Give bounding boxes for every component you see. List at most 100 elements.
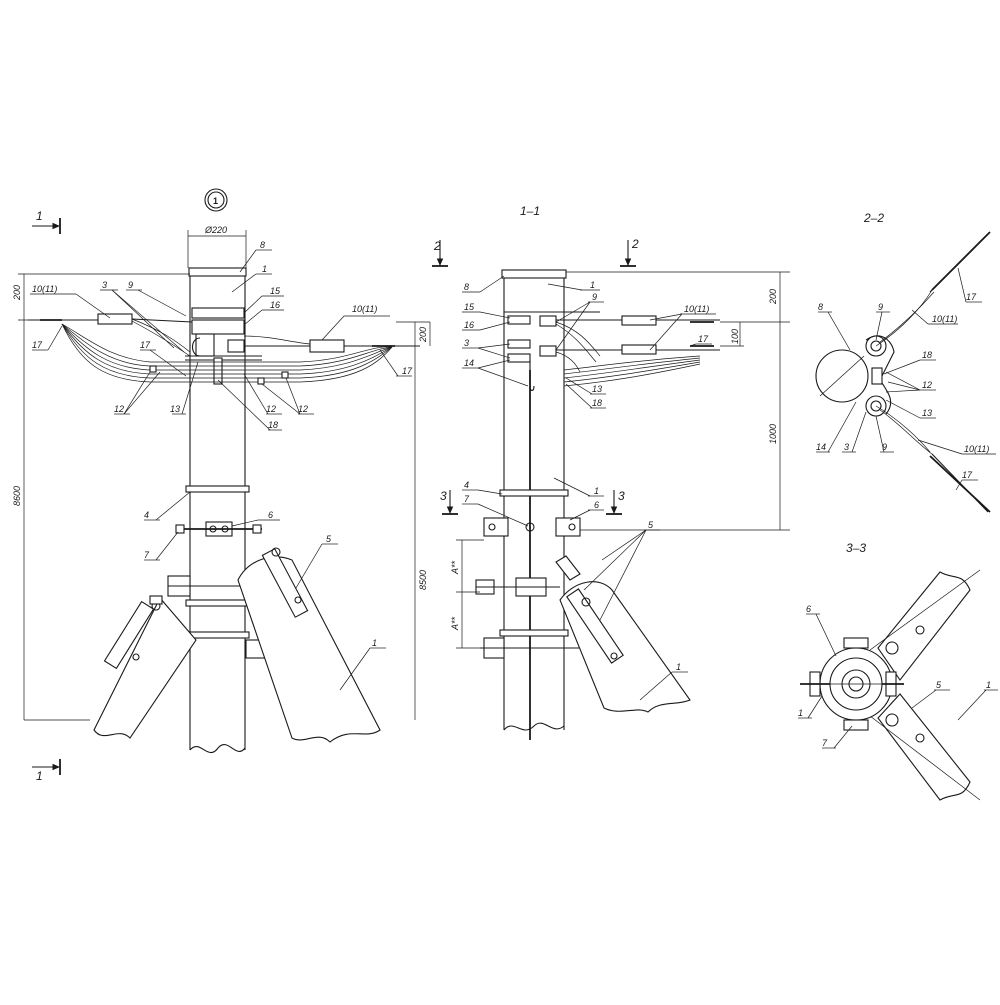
main-pole xyxy=(167,267,270,754)
sec22-label-13: 13 xyxy=(922,408,932,418)
detail-marker-label: 1 xyxy=(213,196,218,206)
diameter-label: Ø220 xyxy=(204,225,227,235)
main-label-12-right: 12 xyxy=(298,404,308,414)
side-label-7: 7 xyxy=(464,494,470,504)
section-mark-3-right-label: 3 xyxy=(618,489,625,503)
side-label-1-bottom: 1 xyxy=(676,662,681,672)
main-label-17-mid: 17 xyxy=(140,340,151,350)
strut-right xyxy=(237,547,381,743)
main-label-5: 5 xyxy=(326,534,332,544)
side-label-1-mid: 1 xyxy=(594,486,599,496)
sec22-label-18: 18 xyxy=(922,350,932,360)
main-label-6: 6 xyxy=(268,510,273,520)
main-label-1-bottom: 1 xyxy=(372,638,377,648)
side-label-16: 16 xyxy=(464,320,474,330)
sec22-label-9-bottom: 9 xyxy=(882,442,887,452)
main-label-10-right: 10(11) xyxy=(352,304,377,314)
main-label-4: 4 xyxy=(144,510,149,520)
sec33-bolts xyxy=(800,625,925,743)
section-mark-1-top: 1 xyxy=(32,209,61,234)
side-label-10: 10(11) xyxy=(684,304,709,314)
side-dim-200: 200 xyxy=(768,289,778,305)
side-label-6: 6 xyxy=(594,500,599,510)
dim-8600: 8600 xyxy=(12,486,22,506)
section-mark-1-bottom: 1 xyxy=(32,759,61,783)
sec33-label-7: 7 xyxy=(822,738,828,748)
main-label-9: 9 xyxy=(128,280,133,290)
sec33-label-6: 6 xyxy=(806,604,811,614)
main-label-17-left: 17 xyxy=(32,340,43,350)
main-label-17-right: 17 xyxy=(402,366,413,376)
side-dim-100: 100 xyxy=(730,329,740,344)
side-top-hardware xyxy=(504,311,720,392)
side-view-title: 1–1 xyxy=(520,204,540,218)
section-mark-1-bottom-label: 1 xyxy=(36,769,43,783)
sec22-label-14: 14 xyxy=(816,442,826,452)
side-dimensions: 200 100 1000 A** A** xyxy=(450,271,790,649)
sec22-label-10-bottom: 10(11) xyxy=(964,444,989,454)
side-view: 1–1 2 2 3 3 xyxy=(432,204,790,740)
side-label-1: 1 xyxy=(590,280,595,290)
main-leaders: 8 1 15 16 10(11) 10(11) 3 9 17 17 17 xyxy=(30,240,413,691)
side-label-3: 3 xyxy=(464,338,469,348)
main-label-7: 7 xyxy=(144,550,150,560)
main-label-3: 3 xyxy=(102,280,107,290)
section-mark-2: 2 2 xyxy=(432,237,639,267)
section-mark-2-left-label: 2 xyxy=(433,239,441,253)
sec22-label-10-top: 10(11) xyxy=(932,314,957,324)
diameter-dimension: Ø220 xyxy=(187,225,247,268)
side-label-13: 13 xyxy=(592,384,602,394)
dim-200-right: 200 xyxy=(418,327,428,343)
side-label-14: 14 xyxy=(464,358,474,368)
sec22-label-17-bottom: 17 xyxy=(962,470,973,480)
dim-8500: 8500 xyxy=(418,570,428,590)
main-label-16: 16 xyxy=(270,300,280,310)
sec33-label-1-left: 1 xyxy=(798,708,803,718)
side-pole xyxy=(475,269,600,740)
side-label-17: 17 xyxy=(698,334,709,344)
sec22-label-17-top: 17 xyxy=(966,292,977,302)
section-mark-3-left-label: 3 xyxy=(440,489,447,503)
main-label-10-left: 10(11) xyxy=(32,284,57,294)
side-label-18: 18 xyxy=(592,398,602,408)
main-label-12-mid: 12 xyxy=(266,404,276,414)
dim-200-left: 200 xyxy=(12,285,22,301)
side-label-5: 5 xyxy=(648,520,654,530)
side-label-8: 8 xyxy=(464,282,469,292)
section-mark-3: 3 3 xyxy=(440,489,625,515)
sec22-label-8: 8 xyxy=(818,302,823,312)
side-label-9: 9 xyxy=(592,292,597,302)
side-dim-A2: A** xyxy=(450,616,460,631)
side-dim-1000: 1000 xyxy=(768,424,778,444)
main-label-8: 8 xyxy=(260,240,265,250)
main-dimensions: 200 8600 8500 200 xyxy=(12,273,431,721)
main-label-15: 15 xyxy=(270,286,281,296)
section-3-3: 3–3 6 1 7 xyxy=(798,541,998,801)
section-2-2: 2–2 8 9 17 10(11) 18 12 xyxy=(815,211,996,513)
sec33-leaders: 6 1 7 5 1 xyxy=(798,604,998,749)
strut-left xyxy=(93,595,197,739)
section-mark-1-top-label: 1 xyxy=(36,209,43,223)
section-mark-2-right-label: 2 xyxy=(631,237,639,251)
main-view: 1 1 1 Ø220 xyxy=(12,188,431,783)
main-label-18: 18 xyxy=(268,420,278,430)
sec22-leaders: 8 9 17 10(11) 18 12 13 14 3 9 10(11) 17 xyxy=(816,267,996,491)
side-label-4: 4 xyxy=(464,480,469,490)
section-3-3-title: 3–3 xyxy=(846,541,866,555)
detail-marker: 1 xyxy=(204,188,228,212)
side-dim-A1: A** xyxy=(450,560,460,575)
sec33-label-5: 5 xyxy=(936,680,942,690)
sec33-label-1-right: 1 xyxy=(986,680,991,690)
sec22-label-3: 3 xyxy=(844,442,849,452)
side-strut xyxy=(555,555,691,713)
side-label-15: 15 xyxy=(464,302,475,312)
section-2-2-title: 2–2 xyxy=(863,211,884,225)
sec22-label-12: 12 xyxy=(922,380,932,390)
side-leaders: 8 1 15 16 9 10(11) 17 3 14 13 18 1 4 xyxy=(462,275,716,701)
main-label-13: 13 xyxy=(170,404,180,414)
top-bracket xyxy=(185,307,262,385)
main-label-12-left: 12 xyxy=(114,404,124,414)
sec22-label-9-top: 9 xyxy=(878,302,883,312)
